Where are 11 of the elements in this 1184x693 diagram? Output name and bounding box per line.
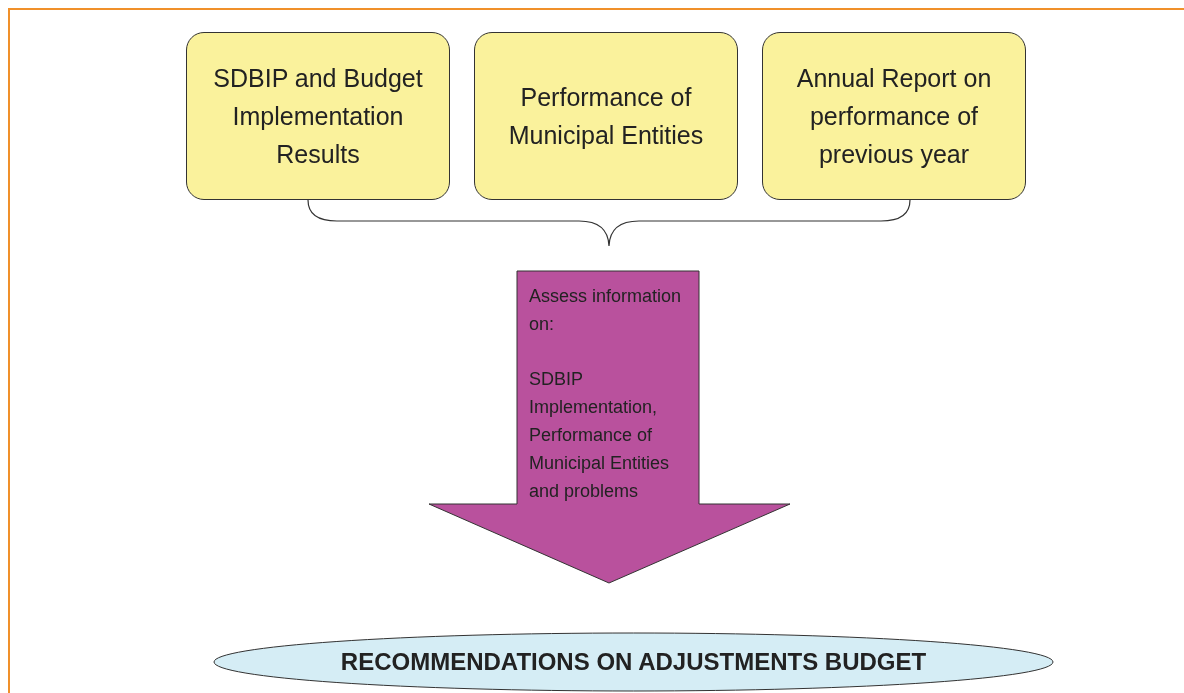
- input-box: [474, 32, 738, 200]
- arrow-text: SDBIP Implementation, Performance of Municipal Entities and problems: [529, 368, 671, 503]
- input-box: [186, 32, 450, 200]
- box-text: SDBIP and Budget Implementation Results: [212, 63, 424, 170]
- result-ellipse: [213, 632, 1054, 692]
- arrow-text: Assess information on:: [529, 285, 683, 336]
- down-arrow-shape: [428, 270, 791, 584]
- input-box: [762, 32, 1026, 200]
- box-text: Performance of Municipal Entities: [507, 82, 705, 151]
- ellipse-text: RECOMMENDATIONS ON ADJUSTMENTS BUDGET: [340, 647, 927, 677]
- box-text: Annual Report on performance of previous year: [795, 63, 993, 170]
